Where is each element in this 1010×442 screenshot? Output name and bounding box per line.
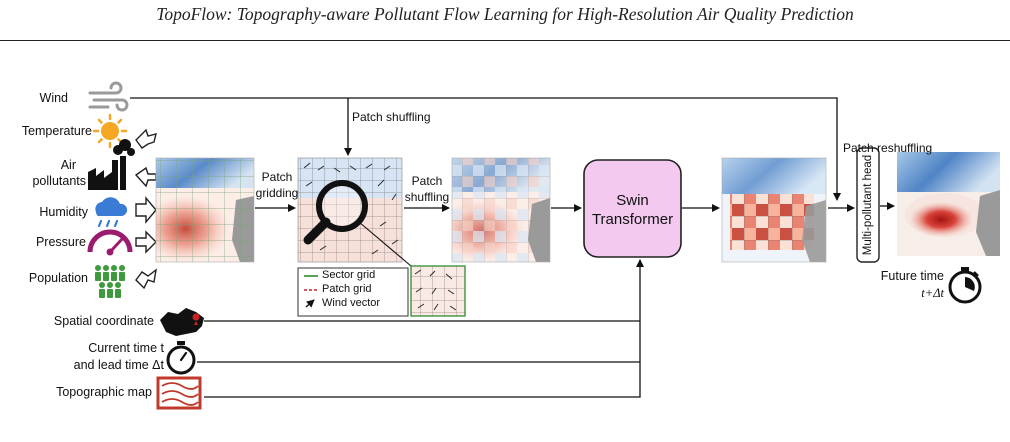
output-prediction-map: [897, 152, 1000, 256]
step-label-patch-reshuffling: Patch reshuffling: [843, 141, 933, 155]
connector-lines: [130, 97, 895, 398]
condition-label-time-2: and lead time Δt: [73, 358, 164, 372]
predicted-mosaic-map: [721, 157, 827, 263]
paper-title: TopoFlow: Topography-aware Pollutant Flo…: [156, 4, 854, 24]
swin-label-1: Swin: [616, 192, 649, 209]
swin-transformer-block: [583, 159, 682, 258]
magnifier-icon: [303, 180, 412, 267]
people-icon: [95, 265, 125, 298]
condition-label-topo: Topographic map: [56, 385, 152, 399]
input-label-air-pollutants-1: Air: [60, 158, 76, 172]
input-label-humidity: Humidity: [39, 205, 88, 219]
input-label-temperature: Temperature: [21, 124, 92, 138]
input-label-air-pollutants-2: pollutants: [32, 174, 86, 188]
stopwatch-icon-future: [948, 267, 982, 304]
gauge-icon: [87, 229, 133, 256]
condition-label-spatial: Spatial coordinate: [53, 314, 154, 328]
wind-vector-swatch: [305, 299, 315, 308]
output-label-future-time: Future time: [880, 269, 944, 283]
input-label-wind: Wind: [39, 91, 68, 105]
rain-cloud-icon: [95, 197, 128, 228]
condition-label-time-1: Current time t: [88, 341, 164, 355]
shuffled-patches-map: [451, 157, 551, 263]
step-label-patch-shuffling-1: Patch: [411, 174, 443, 188]
multi-pollutant-head-block: [856, 147, 880, 263]
zoom-inset-map: [410, 265, 466, 317]
input-field-map: [155, 157, 255, 263]
factory-icon: [88, 139, 135, 190]
legend-box: [297, 267, 409, 317]
step-label-patch-shuffling-2: shuffling: [404, 190, 450, 204]
input-label-population: Population: [28, 271, 88, 285]
architecture-diagram: Multi-pollutant head: [87, 81, 1000, 410]
legend-label-sector-grid: Sector grid: [322, 269, 376, 281]
swin-label-2: Transformer: [591, 211, 674, 228]
input-label-pressure: Pressure: [35, 235, 86, 249]
stopwatch-icon-current: [166, 341, 196, 375]
step-label-patch-shuffling-top: Patch shuffling: [352, 110, 431, 124]
step-label-patch-gridding-2: gridding: [255, 186, 299, 200]
step-label-patch-gridding-1: Patch: [261, 170, 293, 184]
multi-pollutant-head-label: Multi-pollutant head: [862, 155, 874, 255]
header-rule: [0, 40, 1010, 41]
legend-label-wind-vector: Wind vector: [322, 297, 381, 309]
sun-icon: [92, 113, 128, 149]
topographic-map-icon: [156, 376, 202, 410]
page-header: TopoFlow: Topography-aware Pollutant Flo…: [0, 0, 1010, 41]
output-label-delta: t+Δt: [921, 286, 944, 300]
input-hollow-arrows: [134, 128, 157, 290]
legend-label-patch-grid: Patch grid: [322, 283, 372, 295]
china-map-icon: [160, 308, 204, 336]
wind-icon: [88, 81, 129, 112]
